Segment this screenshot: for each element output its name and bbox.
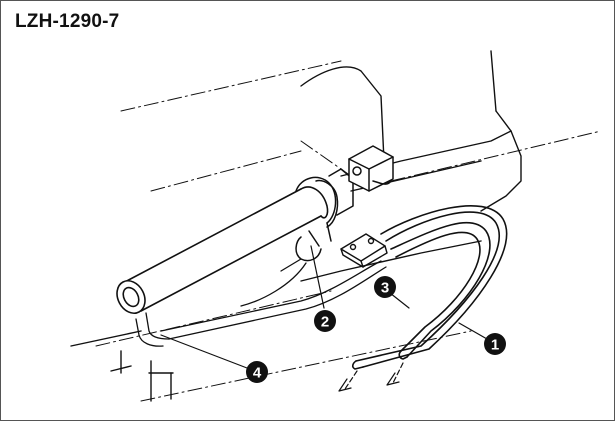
callout-4: 4 <box>246 361 268 383</box>
callout-1: 1 <box>484 333 506 355</box>
tube-guide-plate <box>340 233 388 268</box>
reservoir-cylinder <box>116 186 329 315</box>
svg-text:1: 1 <box>491 337 499 354</box>
machine-bed-outline <box>70 330 174 402</box>
leader-lines <box>160 245 488 369</box>
machine-head-outline <box>300 50 522 282</box>
svg-text:4: 4 <box>253 365 262 382</box>
model-title: LZH-1290-7 <box>15 11 120 32</box>
callout-markers: 1 2 3 4 <box>246 276 506 383</box>
callout-2: 2 <box>314 310 336 332</box>
callout-3: 3 <box>374 276 396 298</box>
upper-bracket <box>348 145 394 192</box>
drain-tubes <box>351 205 508 370</box>
centerlines <box>95 60 602 402</box>
svg-text:2: 2 <box>321 314 329 331</box>
internal-oil-lines <box>135 258 387 347</box>
svg-text:3: 3 <box>381 280 389 297</box>
drain-arrows <box>338 362 404 392</box>
